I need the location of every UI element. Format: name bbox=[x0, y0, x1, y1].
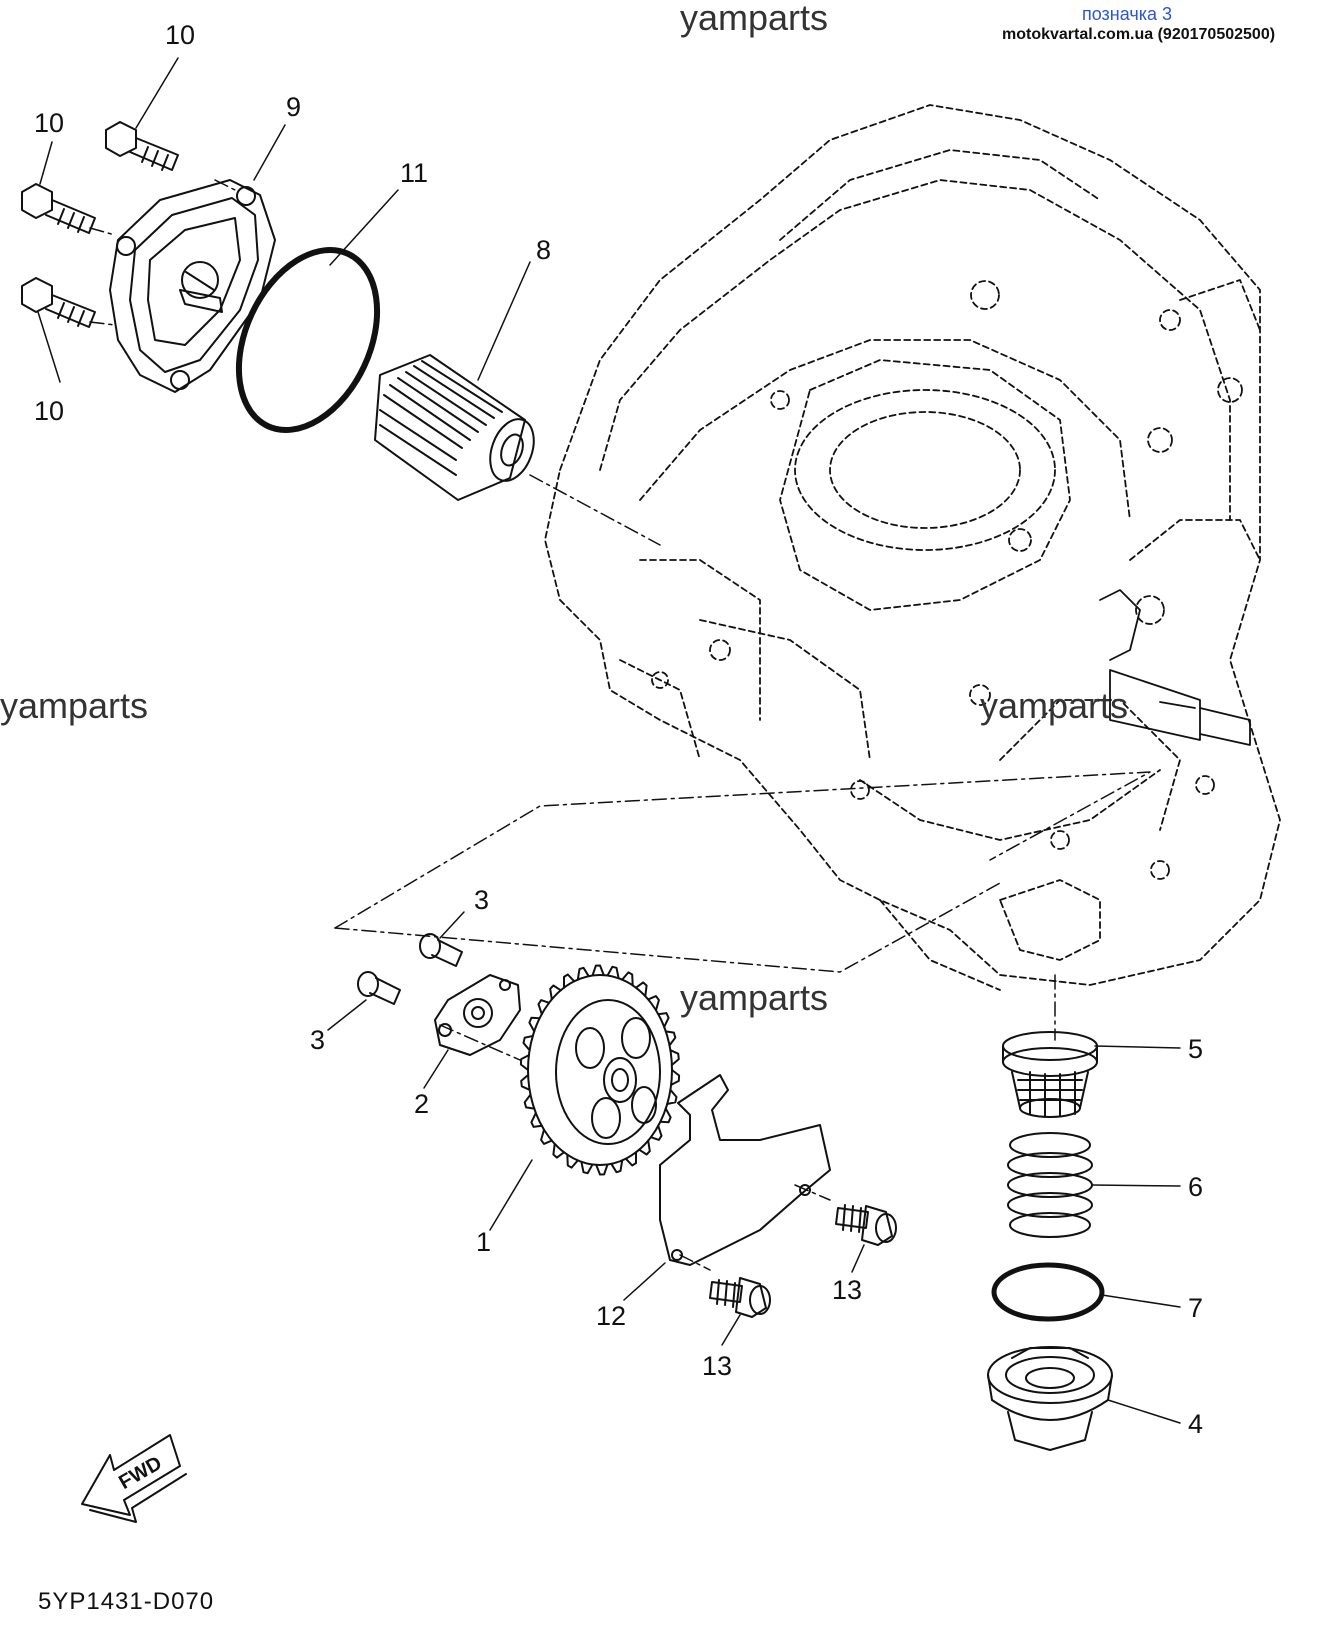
watermark: yamparts bbox=[680, 977, 829, 1018]
source-site: motokvartal.com.ua (920170502500) bbox=[1002, 26, 1276, 43]
callout-10: 10 bbox=[34, 396, 65, 426]
screw-3-upper bbox=[419, 933, 463, 967]
bolt-13-right bbox=[835, 1204, 897, 1246]
callout-6: 6 bbox=[1188, 1172, 1204, 1202]
spring-6 bbox=[1007, 1132, 1093, 1238]
oil-strainer-5 bbox=[1002, 1031, 1098, 1118]
pump-plate-2 bbox=[434, 974, 521, 1056]
filter-cover-9 bbox=[109, 179, 276, 393]
callout-13: 13 bbox=[832, 1275, 863, 1305]
o-ring-11 bbox=[235, 247, 381, 433]
watermark: yamparts bbox=[0, 685, 149, 726]
callout-11: 11 bbox=[400, 158, 429, 188]
bolt-10-bottom bbox=[21, 277, 96, 328]
cover-plate-12 bbox=[659, 1074, 831, 1266]
fwd-arrow-icon bbox=[81, 1434, 187, 1523]
bolt-10-middle bbox=[21, 183, 96, 234]
part-tag: позначка 3 bbox=[1082, 4, 1173, 24]
watermark: yamparts bbox=[680, 0, 829, 38]
callout-2: 2 bbox=[414, 1089, 430, 1119]
diagram-code: 5YP1431-D070 bbox=[38, 1588, 215, 1615]
callout-8: 8 bbox=[536, 235, 552, 265]
oil-filter-8 bbox=[374, 354, 535, 501]
callout-5: 5 bbox=[1188, 1034, 1204, 1064]
drain-plug-4 bbox=[987, 1346, 1113, 1451]
callout-13: 13 bbox=[702, 1351, 733, 1381]
callout-12: 12 bbox=[596, 1301, 627, 1331]
callout-10: 10 bbox=[165, 20, 196, 50]
callout-9: 9 bbox=[286, 92, 302, 122]
bolt-13-left bbox=[709, 1277, 771, 1318]
gear-teeth bbox=[519, 964, 681, 1176]
callout-4: 4 bbox=[1188, 1409, 1204, 1439]
assembly-leader-lines bbox=[89, 179, 1151, 1271]
callout-leaders bbox=[37, 57, 1181, 1424]
crank-shaft bbox=[1099, 589, 1251, 746]
screw-3-lower bbox=[357, 971, 401, 1005]
callout-3: 3 bbox=[310, 1025, 326, 1055]
o-ring-7 bbox=[991, 1262, 1105, 1322]
engine-crankcase bbox=[544, 104, 1281, 991]
callout-7: 7 bbox=[1188, 1293, 1204, 1323]
callout-1: 1 bbox=[476, 1227, 492, 1257]
callout-3: 3 bbox=[474, 885, 490, 915]
pump-gear-1 bbox=[519, 964, 681, 1176]
watermark: yamparts bbox=[980, 685, 1129, 726]
bolt-10-top bbox=[105, 121, 179, 171]
callout-10: 10 bbox=[34, 108, 65, 138]
